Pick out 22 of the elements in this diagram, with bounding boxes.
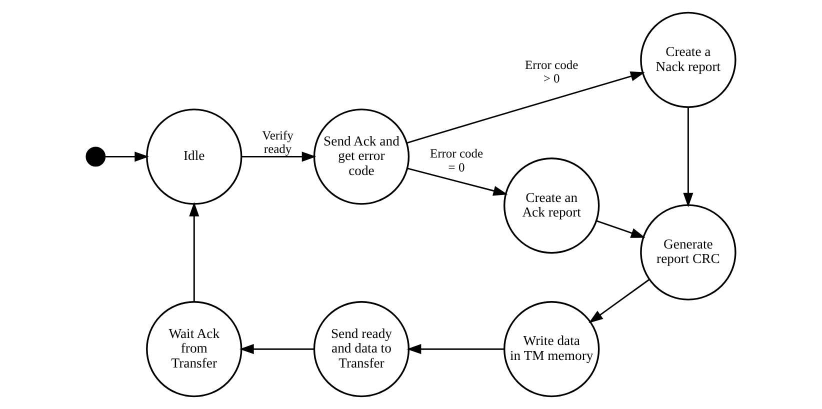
arrow [596,220,646,238]
arrow [242,152,316,162]
arrow [406,344,504,354]
node-circle: Create a Nack report [640,12,736,108]
edge-label: Error code = 0 [430,146,484,174]
edge-label: Verify ready [262,128,294,156]
arrow [683,108,694,208]
node-circle: Generate report CRC [640,204,736,300]
arrow [588,279,650,324]
arrow [239,344,314,354]
node-circle: Send ready and data to Transfer [313,300,410,398]
node-circle: Idle [146,108,242,205]
arrow [406,71,645,144]
node-circle: Create an Ack report [504,158,600,254]
node-circle: Wait Ack from Transfer [146,300,242,398]
node-circle: Send Ack and get error code [313,108,410,205]
edge-label: Error code > 0 [525,58,578,86]
arrow [105,152,149,162]
arrow [189,202,200,302]
arrow [407,168,508,196]
node-circle: Write data in TM memory [504,300,600,398]
node-circle [86,146,106,167]
